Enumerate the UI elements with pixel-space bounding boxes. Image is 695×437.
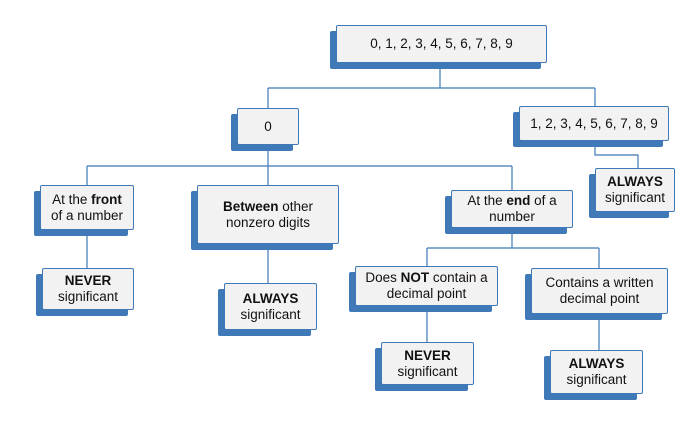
node-decimal-result-bold: ALWAYS [568, 356, 625, 371]
node-between-post: other [278, 198, 314, 214]
node-decimal-result: ALWAYS significant [550, 350, 643, 394]
node-end: At the end of a number [451, 190, 573, 228]
node-no-decimal: Does NOT contain a decimal point [355, 266, 498, 306]
node-front-line2: of a number [50, 207, 124, 223]
node-decimal: Contains a written decimal point [531, 268, 668, 314]
node-no-decimal-post: contain a [429, 270, 488, 285]
node-end-bold: end [506, 193, 531, 208]
node-end-line2: number [489, 209, 535, 224]
node-end-post: of a [530, 193, 557, 208]
node-front-pre: At the [52, 191, 92, 207]
node-end-pre: At the [467, 193, 507, 208]
node-front-result-bold: NEVER [64, 273, 112, 288]
connector-nonzero-to-result [594, 141, 639, 168]
node-decimal-line1: Contains a written [545, 275, 654, 290]
node-no-decimal-line2: decimal point [386, 286, 467, 301]
node-between: Between other nonzero digits [197, 185, 339, 244]
node-zero: 0 [237, 108, 299, 145]
node-all-digits-label: 0, 1, 2, 3, 4, 5, 6, 7, 8, 9 [370, 36, 513, 51]
node-no-decimal-pre: Does [365, 270, 401, 285]
node-nonzero-digits-label: 1, 2, 3, 4, 5, 6, 7, 8, 9 [530, 115, 658, 131]
node-front-result-text: significant [57, 289, 119, 304]
node-nonzero-result-text: significant [604, 190, 666, 205]
node-no-decimal-result-bold: NEVER [404, 347, 451, 363]
node-between-result-bold: ALWAYS [242, 290, 299, 306]
node-no-decimal-result-text: significant [397, 363, 458, 379]
node-front-bold: front [91, 191, 122, 207]
node-zero-label: 0 [264, 118, 272, 134]
node-front: At the front of a number [40, 185, 134, 230]
node-between-bold: Between [222, 198, 279, 214]
node-all-digits: 0, 1, 2, 3, 4, 5, 6, 7, 8, 9 [336, 25, 547, 63]
node-decimal-result-text: significant [566, 372, 627, 387]
node-nonzero-digits: 1, 2, 3, 4, 5, 6, 7, 8, 9 [519, 106, 669, 141]
node-no-decimal-result: NEVER significant [381, 342, 474, 385]
node-no-decimal-bold: NOT [400, 270, 430, 285]
node-between-result-text: significant [240, 306, 301, 322]
node-nonzero-result: ALWAYS significant [595, 168, 675, 212]
node-decimal-line2: decimal point [559, 291, 640, 306]
node-between-line2: nonzero digits [225, 214, 311, 230]
node-nonzero-result-bold: ALWAYS [607, 174, 663, 189]
node-front-result: NEVER significant [42, 268, 134, 310]
node-between-result: ALWAYS significant [224, 283, 317, 330]
